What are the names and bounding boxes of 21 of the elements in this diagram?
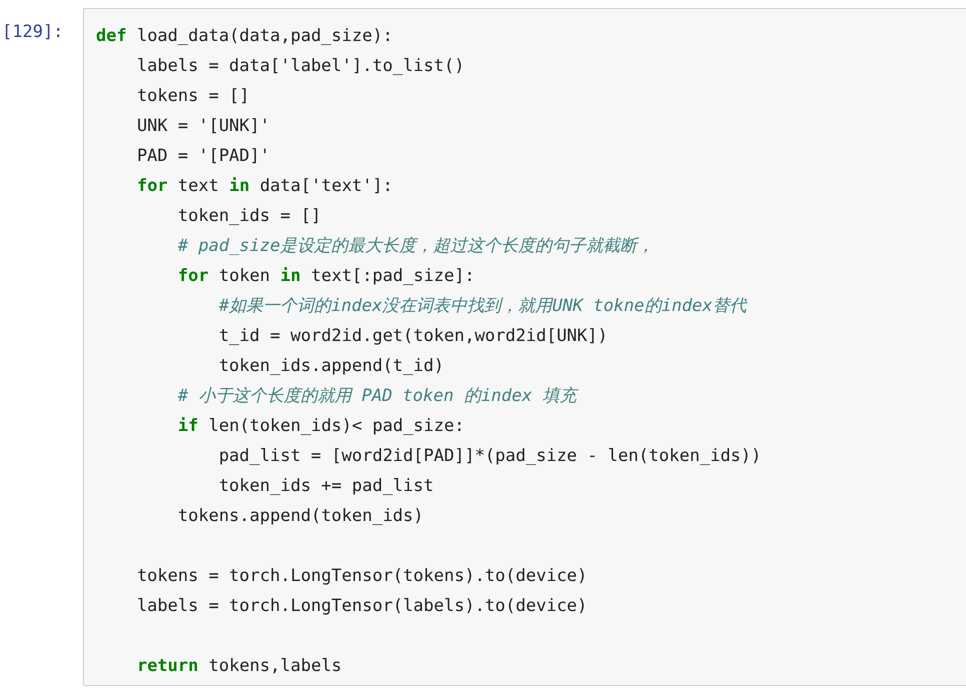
code-line: # pad_size是设定的最大长度，超过这个长度的句子就截断， xyxy=(176,235,654,257)
code-line: token_ids.append(t_id) xyxy=(218,355,444,377)
code-line: return tokens,labels xyxy=(136,655,342,677)
code-line: # 小于这个长度的就用 PAD token 的index 填充 xyxy=(176,385,576,407)
code-line: PAD = '[PAD]' xyxy=(136,145,270,167)
code-line: for text in data['text']: xyxy=(136,175,393,197)
code-line: labels = torch.LongTensor(labels).to(device) xyxy=(136,595,588,617)
code-line: for token in text[:pad_size]: xyxy=(176,265,475,287)
code-line: #如果一个词的index没在词表中找到，就用UNK tokne的index替代 xyxy=(218,295,747,317)
code-line: def load_data(data,pad_size): xyxy=(96,25,393,47)
code-line: labels = data['label'].to_list() xyxy=(136,55,464,77)
cell-prompt-label: [129]: xyxy=(2,22,64,42)
code-line: tokens = [] xyxy=(136,85,250,107)
code-line: tokens = torch.LongTensor(tokens).to(device) xyxy=(136,565,588,587)
code-line: pad_list = [word2id[PAD]]*(pad_size - len(token_ids)) xyxy=(218,445,762,467)
code-line: if len(token_ids)< pad_size: xyxy=(176,415,464,437)
code-line: tokens.append(token_ids) xyxy=(176,505,424,527)
code-line: t_id = word2id.get(token,word2id[UNK]) xyxy=(218,325,608,347)
code-line: token_ids = [] xyxy=(176,205,322,227)
code-line: UNK = '[UNK]' xyxy=(136,115,270,137)
code-line: token_ids += pad_list xyxy=(218,475,434,497)
